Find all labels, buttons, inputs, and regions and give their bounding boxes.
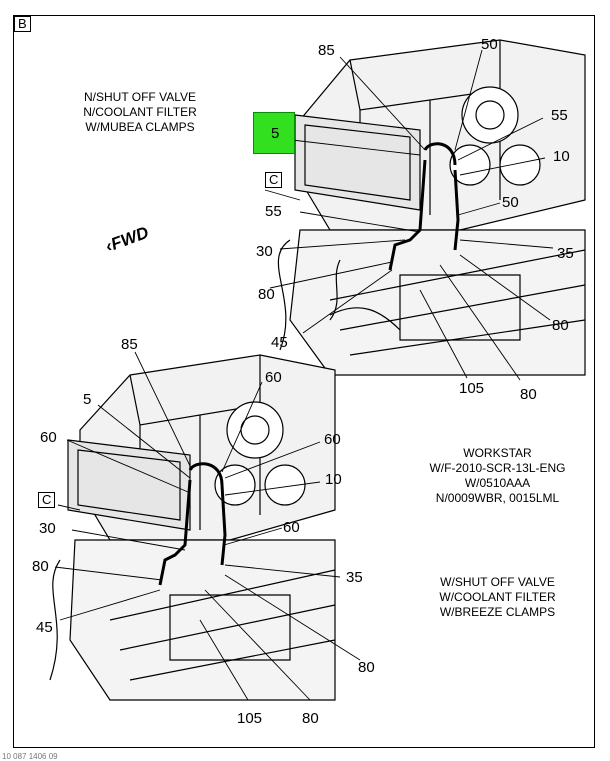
bottom-engine-drawing xyxy=(49,354,336,701)
top-note-line: N/SHUT OFF VALVE xyxy=(83,90,197,104)
callout-80: 80 xyxy=(520,386,537,403)
footer-code: 10 087 1406 09 xyxy=(2,752,58,761)
callout-10: 10 xyxy=(325,471,342,488)
top-note: N/SHUT OFF VALVE N/COOLANT FILTER W/MUBE… xyxy=(60,90,220,135)
callout-50: 50 xyxy=(502,194,519,211)
bottom-note-line: W/SHUT OFF VALVE xyxy=(440,575,555,589)
view-label: B xyxy=(14,16,31,32)
top-note-line: N/COOLANT FILTER xyxy=(83,105,197,119)
workstar-note-line: N/0009WBR, 0015LML xyxy=(435,491,560,505)
callout-80: 80 xyxy=(32,558,49,575)
callout-5: 5 xyxy=(83,391,92,408)
callout-45: 45 xyxy=(271,334,288,351)
callout-105: 105 xyxy=(237,710,263,727)
bottom-leader-lines xyxy=(54,351,361,701)
workstar-note-line: W/F-2010-SCR-13L-ENG xyxy=(429,461,566,475)
callout-35: 35 xyxy=(557,245,574,262)
callout-10: 10 xyxy=(553,148,570,165)
top-engine-drawing xyxy=(277,39,586,376)
callout-50: 50 xyxy=(481,36,498,53)
callout-80: 80 xyxy=(552,317,569,334)
view-c-label-bottom: C xyxy=(38,492,56,508)
top-note-line: W/MUBEA CLAMPS xyxy=(85,120,195,134)
callout-45: 45 xyxy=(36,619,53,636)
workstar-note-line: W/0510AAA xyxy=(464,476,531,490)
highlight-box xyxy=(253,112,295,154)
callout-55: 55 xyxy=(265,203,282,220)
callout-60: 60 xyxy=(40,429,57,446)
callout-85: 85 xyxy=(121,336,138,353)
callout-80: 80 xyxy=(258,286,275,303)
callout-80: 80 xyxy=(302,710,319,727)
view-c-label-top: C xyxy=(265,172,283,188)
top-leader-lines xyxy=(264,49,554,381)
callout-80: 80 xyxy=(358,659,375,676)
callout-105: 105 xyxy=(459,380,485,397)
callout-55: 55 xyxy=(551,107,568,124)
callout-30: 30 xyxy=(256,243,273,260)
bottom-note-line: W/BREEZE CLAMPS xyxy=(439,605,556,619)
callout-85: 85 xyxy=(318,42,335,59)
callout-30: 30 xyxy=(39,520,56,537)
workstar-note: WORKSTAR W/F-2010-SCR-13L-ENG W/0510AAA … xyxy=(400,446,595,506)
callout-60: 60 xyxy=(283,519,300,536)
bottom-note: W/SHUT OFF VALVE W/COOLANT FILTER W/BREE… xyxy=(405,575,590,620)
bottom-note-line: W/COOLANT FILTER xyxy=(439,590,556,604)
diagram-frame xyxy=(13,15,595,748)
callout-5: 5 xyxy=(271,125,280,142)
callout-35: 35 xyxy=(346,569,363,586)
callout-60: 60 xyxy=(265,369,282,386)
callout-60: 60 xyxy=(324,431,341,448)
workstar-note-line: WORKSTAR xyxy=(463,446,532,460)
